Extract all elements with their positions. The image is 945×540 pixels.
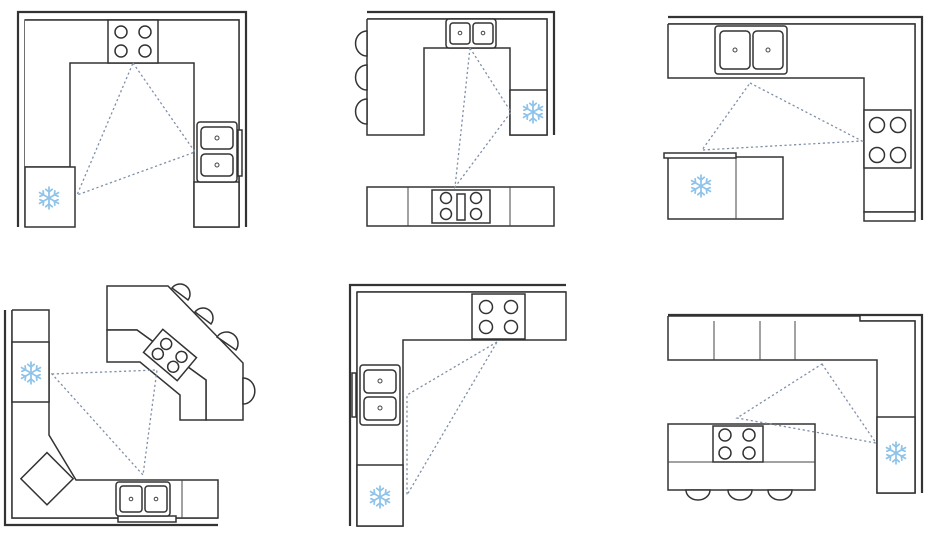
sink-icon [351,364,401,426]
work-triangle [75,61,197,197]
work-triangle [50,369,158,477]
countertops [667,315,916,494]
stove-icon [863,109,912,169]
work-triangle [700,82,865,151]
stove-icon [142,328,198,382]
layout-l-shape-island [667,313,924,501]
stool-icon [685,489,793,501]
corner-cabinet [19,451,75,506]
stove-icon [712,425,764,463]
layout-galley-peninsula [354,10,556,227]
layout-l-shape-peninsula [663,15,924,222]
sink-icon [445,18,497,49]
work-triangle [406,340,499,498]
stool-icon [170,283,256,405]
stove-icon [107,19,159,64]
stool-icon [354,30,368,125]
layout-u-shape [16,10,248,228]
refrigerator-box [509,89,548,136]
sink-icon [714,25,788,75]
layout-angled-peninsula [3,283,256,527]
work-triangle [454,46,512,190]
sink-icon [115,481,171,517]
stove-icon [471,293,526,340]
stove-icon [431,189,491,224]
layout-l-shape [348,283,567,527]
sink-icon [196,121,243,183]
